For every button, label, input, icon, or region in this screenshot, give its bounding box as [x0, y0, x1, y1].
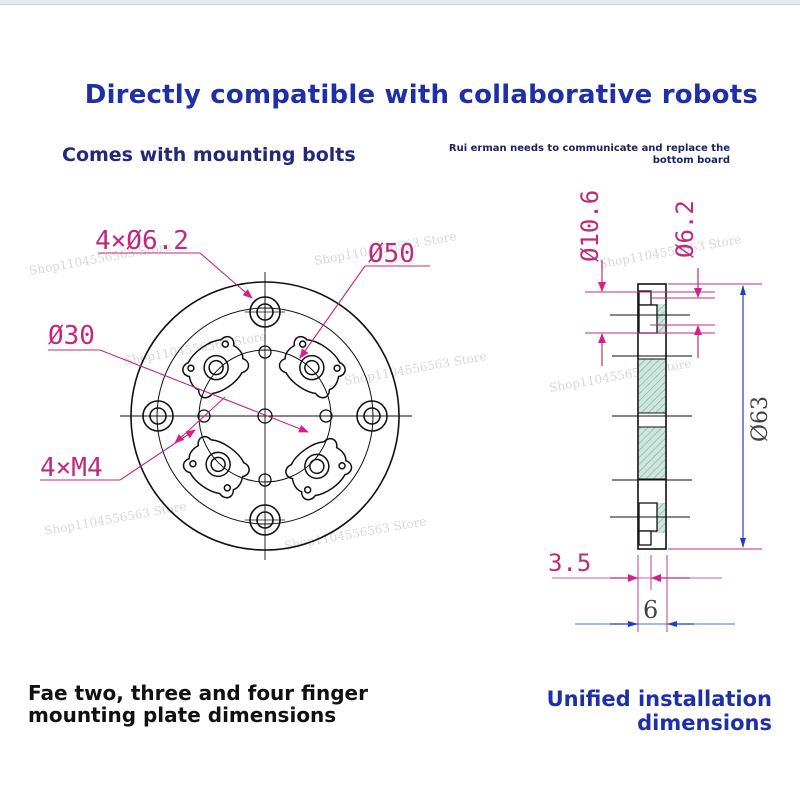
dim-hole-label: Ø6.2 [671, 200, 699, 258]
watermark: Shop1104556563 Store [343, 349, 487, 388]
hatch-section-top [639, 359, 665, 413]
front-view-dimensions: 4×Ø6.2 Ø50 Ø30 4×M4 [40, 226, 415, 483]
watermark: Shop1104556563 Store [123, 329, 267, 368]
watermark: Shop1104556563 Store [548, 356, 692, 395]
dim-bolt-holes-label: 4×Ø6.2 [95, 226, 189, 256]
dim-threads-label: 4×M4 [40, 453, 103, 483]
dim-counterbore-label: Ø10.6 [576, 190, 604, 262]
side-view-dimensions: Ø10.6 Ø6.2 Ø63 3.5 6 [548, 190, 773, 624]
dim-outer-diameter-label: Ø50 [368, 239, 415, 269]
dim-inner-diameter-label: Ø30 [48, 321, 95, 351]
footer-left-caption: Fae two, three and four finger mounting … [28, 682, 368, 726]
caption-bottom-board-note: Rui erman needs to communicate and repla… [448, 143, 730, 166]
dim-step-label: 3.5 [548, 549, 591, 577]
dim-thickness-label: 6 [643, 596, 658, 624]
watermarks: Shop1104556563 Store Shop1104556563 Stor… [28, 229, 742, 553]
front-view-leaders [40, 252, 430, 481]
top-border [0, 0, 800, 5]
watermark: Shop1104556563 Store [283, 514, 427, 553]
page-headline: Directly compatible with collaborative r… [84, 80, 758, 110]
footer-right-line1: Unified installation [546, 687, 772, 711]
flange-nuts [182, 335, 353, 501]
front-view [120, 272, 412, 560]
dim-height-label: Ø63 [748, 396, 773, 442]
dowel-holes [197, 345, 333, 487]
side-view [552, 260, 762, 632]
footer-left-line2: mounting plate dimensions [28, 703, 337, 727]
footer-right-caption: Unified installation dimensions [500, 687, 772, 735]
footer-right-line2: dimensions [637, 711, 772, 735]
footer-left-line1: Fae two, three and four finger [28, 681, 368, 705]
caption-mounting-bolts: Comes with mounting bolts [62, 144, 356, 166]
hatch-section-bottom [639, 427, 665, 479]
bolt-holes [138, 292, 392, 536]
